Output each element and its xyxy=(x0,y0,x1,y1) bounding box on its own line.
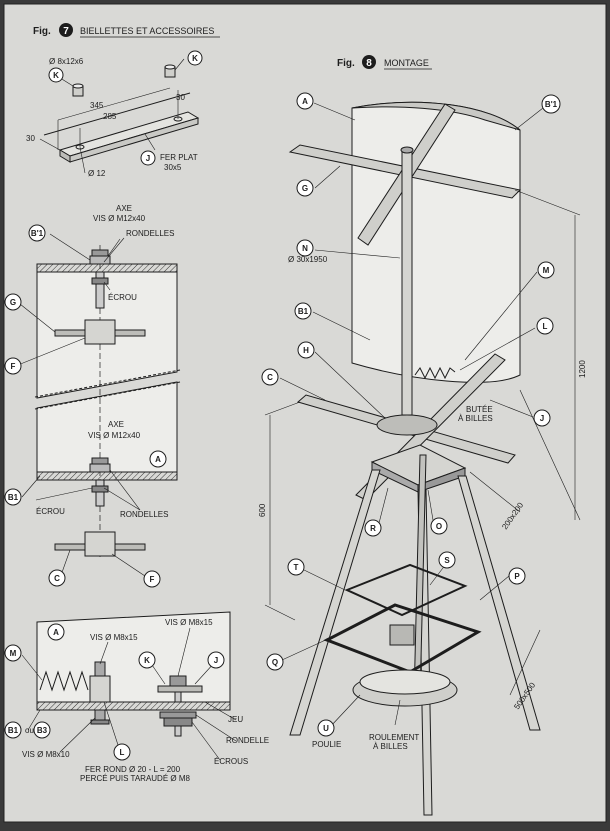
d12: Ø 12 xyxy=(88,169,106,178)
svg-text:T: T xyxy=(294,563,299,572)
fig8-title: MONTAGE xyxy=(384,58,429,68)
svg-text:S: S xyxy=(444,556,450,565)
roulement-2: À BILLES xyxy=(373,742,408,751)
fig7-prefix: Fig. xyxy=(33,26,51,37)
ecrous: ÉCROUS xyxy=(214,757,248,766)
axe-top: AXE xyxy=(116,204,132,213)
ecrou-bottom: ÉCROU xyxy=(36,507,65,516)
svg-text:M: M xyxy=(543,266,550,275)
svg-text:Q: Q xyxy=(272,658,278,667)
dim-30-left: 30 xyxy=(26,134,35,143)
svg-text:K: K xyxy=(53,71,59,80)
rondelle: RONDELLE xyxy=(226,736,269,745)
svg-text:U: U xyxy=(323,724,329,733)
fig7-bubbles: K K J xyxy=(48,50,203,166)
ecrou-top: ÉCROU xyxy=(108,293,137,302)
fig7-number-disc xyxy=(59,23,73,37)
k-spec: Ø 8x12x6 xyxy=(49,57,84,66)
fer-rond-1: FER ROND Ø 20 - L = 200 xyxy=(85,765,181,774)
fer-rond-2: PERCÉ PUIS TARAUDÉ Ø M8 xyxy=(80,774,191,783)
rondelles-bottom: RONDELLES xyxy=(120,510,168,519)
vis-top: VIS Ø M12x40 xyxy=(93,214,146,223)
section-a-bubbles: B'1 G F A B1 C F xyxy=(4,224,167,588)
svg-text:B1: B1 xyxy=(298,307,309,316)
svg-text:R: R xyxy=(370,524,376,533)
jeu: JEU xyxy=(228,715,243,724)
roulement-1: ROULEMENT xyxy=(369,733,419,742)
dim-345: 345 xyxy=(90,101,104,110)
svg-text:J: J xyxy=(146,154,150,163)
section-a-drawing xyxy=(17,233,181,579)
svg-text:A: A xyxy=(302,97,308,106)
dim-1200: 1200 xyxy=(578,360,587,378)
svg-text:H: H xyxy=(303,346,309,355)
poulie: POULIE xyxy=(312,740,341,749)
axe-bottom: AXE xyxy=(108,420,124,429)
svg-text:A: A xyxy=(53,628,59,637)
svg-text:O: O xyxy=(436,522,442,531)
butee-2: À BILLES xyxy=(458,414,493,423)
dim-30-right: 30 xyxy=(176,93,185,102)
fer-plat-dim: 30x5 xyxy=(164,163,182,172)
svg-text:B1: B1 xyxy=(8,493,19,502)
detail-bubbles: A M K J B1 ou B3 L xyxy=(4,623,225,761)
fig7-title: BIELLETTES ET ACCESSOIRES xyxy=(80,26,214,36)
svg-text:K: K xyxy=(144,656,150,665)
rondelles-top: RONDELLES xyxy=(126,229,174,238)
vis-m8-left: VIS Ø M8x15 xyxy=(90,633,138,642)
fig8-number: 8 xyxy=(366,58,372,69)
svg-text:P: P xyxy=(514,572,520,581)
n-spec: Ø 30x1950 xyxy=(288,255,328,264)
svg-text:C: C xyxy=(267,373,273,382)
svg-text:N: N xyxy=(302,244,308,253)
svg-text:F: F xyxy=(11,362,16,371)
detail-text: VIS Ø M8x15 VIS Ø M8x15 JEU RONDELLE ÉCR… xyxy=(22,618,269,783)
fer-plat: FER PLAT xyxy=(160,153,198,162)
svg-text:M: M xyxy=(10,649,17,658)
dim-285: 285 xyxy=(103,112,117,121)
fig7-text: Ø 8x12x6 345 285 30 30 Ø 12 FER PLAT 30x… xyxy=(26,57,198,178)
svg-text:K: K xyxy=(192,54,198,63)
montage-drawing xyxy=(264,101,581,816)
svg-text:B'1: B'1 xyxy=(31,229,44,238)
fig8-prefix: Fig. xyxy=(337,58,355,69)
fig8-header: Fig. 8 MONTAGE xyxy=(337,55,432,70)
svg-text:J: J xyxy=(540,414,544,423)
section-a-text: AXE VIS Ø M12x40 RONDELLES ÉCROU AXE VIS… xyxy=(36,204,174,519)
svg-text:F: F xyxy=(150,575,155,584)
svg-text:C: C xyxy=(54,574,60,583)
montage-bubbles: A B'1 G N M B1 L H C J R O T S P Q U xyxy=(261,92,561,737)
vis-m8x10: VIS Ø M8x10 xyxy=(22,750,70,759)
svg-text:B3: B3 xyxy=(37,726,48,735)
vis-m8-right: VIS Ø M8x15 xyxy=(165,618,213,627)
svg-text:J: J xyxy=(214,656,218,665)
svg-text:G: G xyxy=(10,298,16,307)
butee-1: BUTÉE xyxy=(466,405,493,414)
svg-text:G: G xyxy=(302,184,308,193)
svg-text:B1: B1 xyxy=(8,726,19,735)
fig8-number-disc xyxy=(362,55,376,69)
fig7-number: 7 xyxy=(63,26,69,37)
fig7-drawing xyxy=(39,58,200,174)
svg-text:L: L xyxy=(543,322,548,331)
fig7-header: Fig. 7 BIELLETTES ET ACCESSOIRES xyxy=(33,23,220,38)
b1-ou-b3: ou xyxy=(25,726,34,735)
svg-text:B'1: B'1 xyxy=(545,100,558,109)
svg-text:A: A xyxy=(155,455,161,464)
vis-bottom: VIS Ø M12x40 xyxy=(88,431,141,440)
svg-text:L: L xyxy=(120,748,125,757)
dim-600: 600 xyxy=(258,503,267,517)
